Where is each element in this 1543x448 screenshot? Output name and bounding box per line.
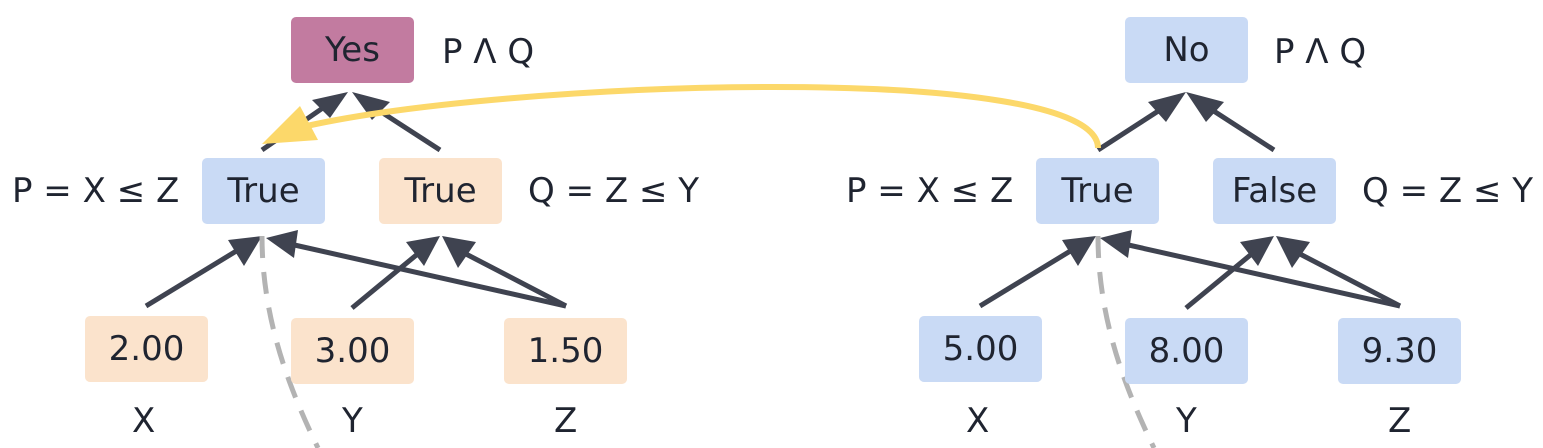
left-input-z: 1.50 bbox=[504, 318, 627, 384]
arrow-left-z-to-p bbox=[289, 241, 567, 309]
right-p-formula: P = X ≤ Z bbox=[846, 171, 1014, 211]
highlight-arrow bbox=[297, 84, 1101, 149]
left-var-y: Y bbox=[342, 401, 363, 441]
left-input-y: 3.00 bbox=[291, 318, 414, 384]
left-var-z: Z bbox=[554, 401, 578, 441]
arrow-right-z-to-p bbox=[1123, 241, 1401, 309]
highlight-arrowhead bbox=[262, 106, 318, 144]
arrowhead bbox=[1240, 236, 1274, 266]
arrowhead bbox=[1062, 236, 1096, 266]
right-q-formula: Q = Z ≤ Y bbox=[1362, 171, 1534, 211]
right-var-z: Z bbox=[1388, 401, 1412, 441]
left-q-node: True bbox=[379, 158, 502, 224]
left-arrows bbox=[144, 92, 568, 310]
arrow-left-z2-to-q bbox=[464, 251, 568, 309]
arrow-right-y-to-q bbox=[1184, 250, 1256, 310]
arrowhead bbox=[442, 236, 476, 268]
arrow-right-q-to-root bbox=[1204, 103, 1276, 153]
left-var-x: X bbox=[132, 401, 156, 441]
arrowhead bbox=[1100, 230, 1132, 258]
right-p-node: True bbox=[1036, 158, 1159, 224]
arrowhead bbox=[406, 236, 440, 266]
arrow-right-z2-to-q bbox=[1298, 251, 1402, 309]
right-input-y: 8.00 bbox=[1125, 318, 1248, 384]
left-p-node: True bbox=[202, 158, 325, 224]
arrowhead bbox=[352, 92, 390, 120]
right-var-y: Y bbox=[1176, 401, 1197, 441]
arrowhead bbox=[1148, 92, 1186, 122]
left-q-formula: Q = Z ≤ Y bbox=[528, 171, 700, 211]
left-root-formula: P Λ Q bbox=[442, 32, 535, 72]
arrow-left-x-to-p bbox=[144, 247, 240, 309]
arrowhead bbox=[266, 230, 298, 258]
arrowhead bbox=[1276, 236, 1310, 268]
left-p-formula: P = X ≤ Z bbox=[12, 171, 180, 211]
left-input-x: 2.00 bbox=[85, 316, 208, 382]
dashed-curve-left bbox=[259, 235, 321, 448]
right-var-x: X bbox=[966, 401, 990, 441]
dashed-curve-right bbox=[1095, 235, 1157, 448]
right-root-node: No bbox=[1125, 17, 1248, 83]
arrow-right-x-to-p bbox=[978, 247, 1074, 309]
right-arrows bbox=[978, 92, 1402, 310]
arrowhead bbox=[312, 92, 348, 118]
arrow-right-p-to-root bbox=[1096, 103, 1168, 153]
right-input-x: 5.00 bbox=[919, 316, 1042, 382]
left-root-node: Yes bbox=[291, 17, 414, 83]
right-q-node: False bbox=[1213, 158, 1336, 224]
arrowhead bbox=[228, 236, 262, 266]
right-input-z: 9.30 bbox=[1338, 318, 1461, 384]
arrow-left-y-to-q bbox=[350, 250, 422, 310]
arrowhead bbox=[1186, 92, 1224, 122]
right-root-formula: P Λ Q bbox=[1274, 32, 1367, 72]
